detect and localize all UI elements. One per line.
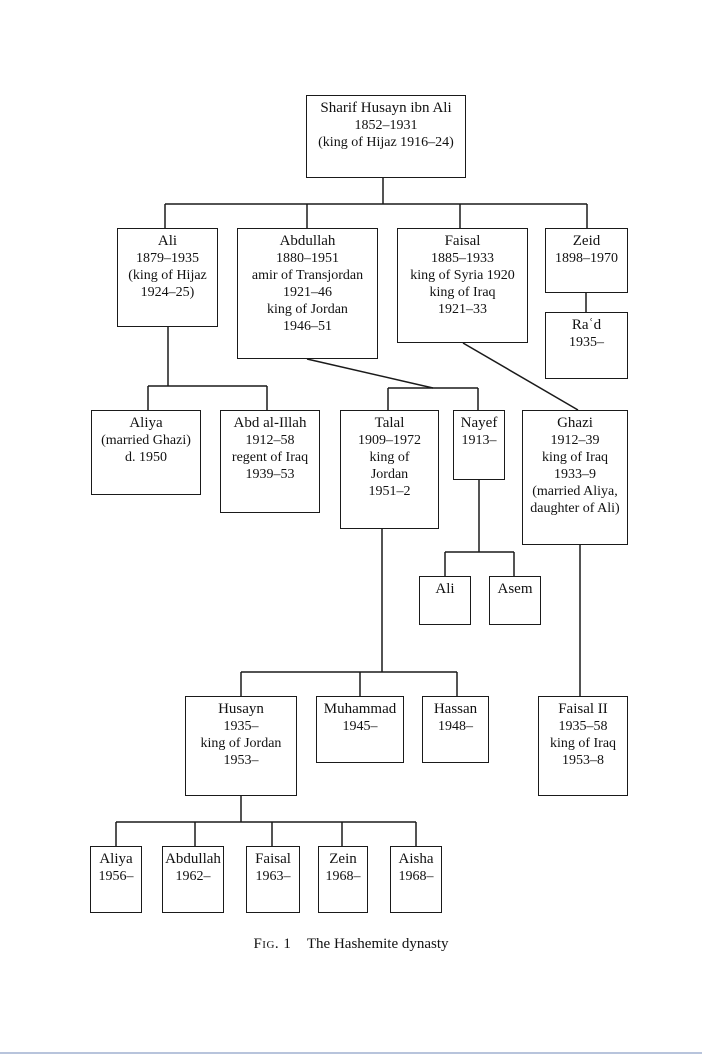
person-detail: 1953– — [223, 753, 259, 768]
person-hassan: Hassan 1948– — [422, 696, 489, 763]
figure-caption: Fig. 1 The Hashemite dynasty — [0, 936, 702, 953]
person-ali: Ali 1879–1935 (king of Hijaz 1924–25) — [117, 228, 218, 327]
person-name: Aisha — [398, 851, 434, 867]
person-aisha: Aisha 1968– — [390, 846, 442, 913]
person-name: Abdullah — [165, 851, 221, 867]
person-name: Faisal — [444, 233, 481, 249]
person-detail: (married Ghazi) — [101, 433, 191, 448]
person-name: Nayef — [460, 415, 498, 431]
person-name: Zeid — [572, 233, 601, 249]
person-zein: Zein 1968– — [318, 846, 368, 913]
person-name: Zein — [329, 851, 357, 867]
person-sharif-husayn: Sharif Husayn ibn Ali 1852–1931 (king of H… — [306, 95, 466, 178]
person-rad: Raʿd 1935– — [545, 312, 628, 379]
person-detail: 1921–46 — [283, 285, 332, 300]
person-faisal-ii: Faisal II 1935–58 king of Iraq 1953–8 — [538, 696, 628, 796]
figure-label: Fig. 1 — [253, 936, 292, 952]
person-detail: 1852–1931 — [354, 118, 418, 133]
person-detail: amir of Transjordan — [251, 268, 364, 283]
person-faisal: Faisal 1885–1933 king of Syria 1920 king of… — [397, 228, 528, 343]
person-detail: 1935– — [223, 719, 259, 734]
person-name: Faisal II — [558, 701, 608, 717]
person-name: Aliya — [129, 415, 163, 431]
person-abdullah: Abdullah 1880–1951 amir of Transjordan 1921… — [237, 228, 378, 359]
person-name: Faisal — [255, 851, 291, 867]
person-detail: 1951–2 — [368, 484, 411, 499]
person-name: Sharif Husayn ibn Ali — [320, 100, 452, 116]
person-detail: 1948– — [438, 719, 473, 734]
person-detail: 1879–1935 — [136, 251, 199, 266]
person-detail: 1912–58 — [245, 433, 295, 448]
person-detail: 1885–1933 — [431, 251, 494, 266]
person-name: Ghazi — [557, 415, 593, 431]
person-name: Aliya — [99, 851, 133, 867]
person-detail: 1912–39 — [550, 433, 600, 448]
person-detail: Jordan — [370, 467, 409, 482]
person-detail: king of Iraq — [429, 285, 496, 300]
figure-title: The Hashemite dynasty — [306, 936, 449, 952]
person-name: Husayn — [218, 701, 264, 717]
connector — [306, 358, 434, 389]
person-detail: 1898–1970 — [555, 251, 618, 266]
person-name: Muhammad — [323, 701, 397, 717]
person-detail: 1935–58 — [558, 719, 608, 734]
person-abdullah-husayn: Abdullah 1962– — [162, 846, 224, 913]
person-detail: 1968– — [325, 869, 361, 884]
person-detail: 1933–9 — [554, 467, 596, 482]
person-ghazi: Ghazi 1912–39 king of Iraq 1933–9 (married A… — [522, 410, 628, 545]
person-name: Abd al-Illah — [233, 415, 307, 431]
page-bottom-rule — [0, 1052, 702, 1054]
person-detail: 1945– — [342, 719, 378, 734]
person-detail: 1956– — [98, 869, 134, 884]
person-detail: 1924–25) — [140, 285, 195, 300]
person-detail: 1921–33 — [438, 302, 487, 317]
person-detail: daughter of Ali) — [530, 501, 620, 516]
person-talal: Talal 1909–1972 king of Jordan 1951–2 — [340, 410, 439, 529]
person-name: Hassan — [433, 701, 478, 717]
person-detail: king of Iraq — [549, 736, 617, 751]
person-detail: 1963– — [255, 869, 291, 884]
person-name: Raʿd — [571, 317, 602, 333]
person-abd-al-illah: Abd al-Illah 1912–58 regent of Iraq 1939–53 — [220, 410, 320, 513]
person-detail: (king of Hijaz 1916–24) — [318, 135, 454, 150]
person-name: Abdullah — [279, 233, 336, 249]
person-name: Ali — [157, 233, 178, 249]
person-detail: d. 1950 — [125, 450, 167, 465]
person-asem: Asem — [489, 576, 541, 625]
person-aliya-husayn: Aliya 1956– — [90, 846, 142, 913]
person-aliya-ghazi: Aliya (married Ghazi) d. 1950 — [91, 410, 201, 495]
person-detail: king of Iraq — [541, 450, 609, 465]
person-detail: 1939–53 — [245, 467, 295, 482]
person-detail: 1968– — [398, 869, 434, 884]
person-detail: 1913– — [461, 433, 497, 448]
person-nayef: Nayef 1913– — [453, 410, 505, 480]
person-detail: king of Jordan — [200, 736, 282, 751]
person-name: Talal — [374, 415, 405, 431]
person-ali-nayef: Ali — [419, 576, 471, 625]
person-detail: king of Jordan — [267, 302, 348, 317]
connector — [462, 342, 579, 411]
person-detail: king of — [369, 450, 410, 465]
person-detail: 1935– — [569, 335, 604, 350]
person-faisal-husayn: Faisal 1963– — [246, 846, 300, 913]
person-detail: regent of Iraq — [231, 450, 309, 465]
person-name: Ali — [435, 581, 455, 597]
person-detail: 1946–51 — [283, 319, 332, 334]
person-detail: 1880–1951 — [276, 251, 339, 266]
person-name: Asem — [497, 581, 533, 597]
person-zeid: Zeid 1898–1970 — [545, 228, 628, 293]
person-detail: (king of Hijaz — [128, 268, 207, 283]
person-muhammad: Muhammad 1945– — [316, 696, 404, 763]
person-detail: king of Syria 1920 — [410, 268, 515, 283]
person-detail: 1909–1972 — [358, 433, 421, 448]
person-detail: (married Aliya, — [532, 484, 618, 499]
person-detail: 1962– — [175, 869, 211, 884]
person-detail: 1953–8 — [562, 753, 604, 768]
person-husayn: Husayn 1935– king of Jordan 1953– — [185, 696, 297, 796]
